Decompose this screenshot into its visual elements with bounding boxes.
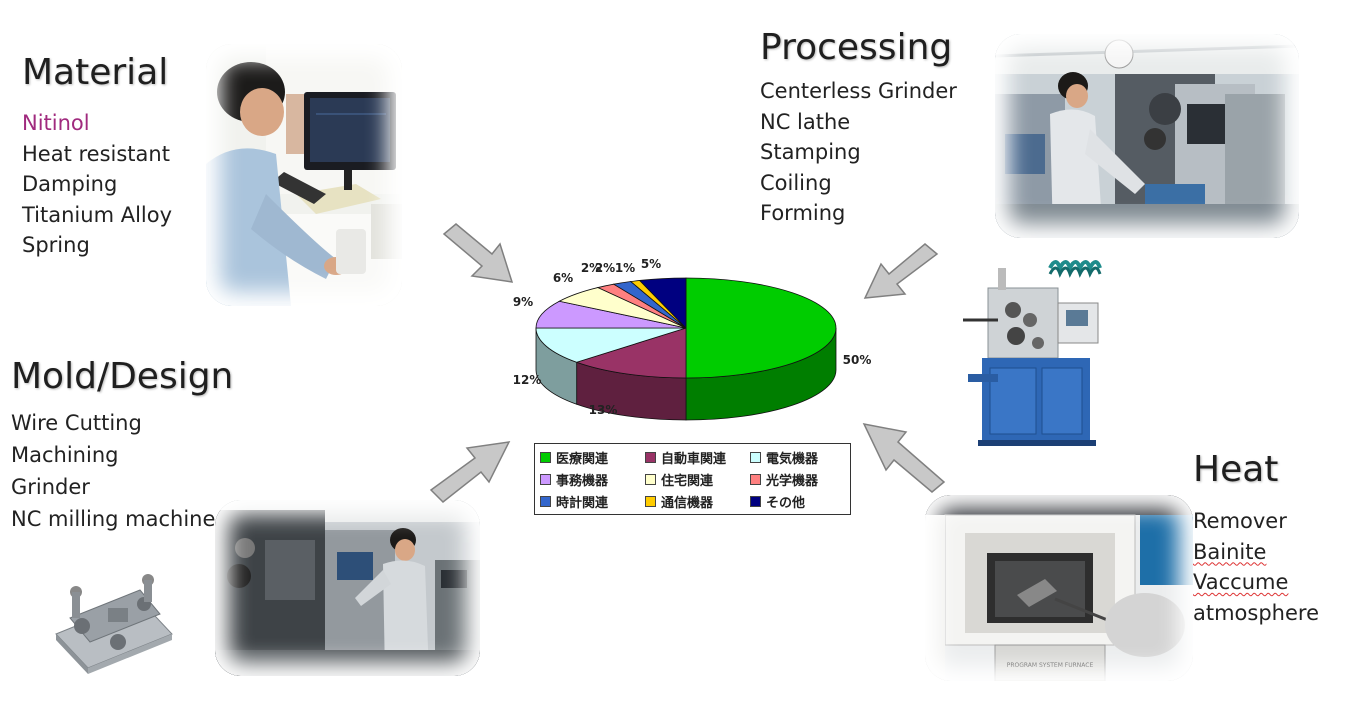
factory-operator-illustration bbox=[995, 34, 1299, 238]
legend-item: 時計関連 bbox=[540, 492, 608, 511]
engineer-at-cad-illustration bbox=[206, 44, 402, 306]
coiling-machine-illustration bbox=[963, 260, 1102, 446]
legend-item: 自動車関連 bbox=[645, 448, 726, 467]
material-photo bbox=[206, 44, 402, 306]
material-item: Titanium Alloy bbox=[22, 202, 173, 227]
heat-heading: Heat bbox=[1193, 449, 1279, 490]
pie-side-walls bbox=[535, 327, 837, 421]
pie-slice bbox=[535, 327, 687, 363]
heat-item: Vaccume bbox=[1193, 570, 1289, 594]
legend-item: 住宅関連 bbox=[645, 470, 713, 489]
pie-chart: 50%13%12%9%6%2%2%1%5% bbox=[513, 257, 872, 421]
legend-item: その他 bbox=[750, 492, 805, 511]
legend-swatch bbox=[645, 496, 656, 507]
legend-item: 医療関連 bbox=[540, 448, 608, 467]
legend-swatch bbox=[750, 474, 761, 485]
pie-slice bbox=[575, 327, 687, 379]
mold-item: Grinder bbox=[11, 475, 90, 499]
legend-label: 事務機器 bbox=[556, 474, 609, 489]
arrow-icon-material bbox=[442, 223, 514, 283]
heat-list: Remover Bainite Vaccume atmosphere bbox=[1193, 506, 1319, 628]
heat-item: Bainite bbox=[1193, 539, 1267, 564]
mold-item: NC milling machine bbox=[11, 507, 216, 531]
processing-photo bbox=[995, 34, 1299, 238]
material-list: Nitinol Heat resistant Damping Titanium … bbox=[22, 108, 172, 261]
mold-die-illustration bbox=[55, 574, 173, 674]
spring-coil-icon bbox=[1048, 260, 1102, 278]
pie-slice bbox=[638, 277, 687, 329]
material-item: Damping bbox=[22, 172, 118, 196]
material-item: Spring bbox=[22, 233, 90, 257]
material-item: Nitinol bbox=[22, 111, 90, 135]
legend-label: 自動車関連 bbox=[661, 452, 727, 467]
mold-photo bbox=[215, 500, 480, 676]
mold-heading: Mold/Design bbox=[11, 356, 234, 397]
legend-item: 事務機器 bbox=[540, 470, 608, 489]
mold-die-image bbox=[48, 556, 176, 674]
legend-item: 光学機器 bbox=[750, 470, 818, 489]
pie-top-faces bbox=[535, 277, 837, 379]
legend-label: 光学機器 bbox=[766, 474, 819, 489]
material-heading: Material bbox=[22, 52, 169, 93]
pie-data-label: 6% bbox=[553, 271, 573, 285]
heat-item: Remover bbox=[1193, 509, 1287, 533]
pie-slice bbox=[535, 300, 687, 329]
chart-legend: 医療関連 自動車関連 電気機器事務機器 住宅関連 光学機器時計関連 通信機器 その他 bbox=[534, 443, 851, 515]
mold-list: Wire Cutting Machining Grinder NC millin… bbox=[11, 407, 215, 535]
legend-item: 電気機器 bbox=[750, 448, 818, 467]
legend-swatch bbox=[750, 452, 761, 463]
processing-item: Forming bbox=[760, 201, 846, 225]
furnace-illustration: PROGRAM SYSTEM FURNACE bbox=[925, 495, 1193, 681]
legend-label: その他 bbox=[766, 496, 806, 511]
coiling-machine-image bbox=[958, 248, 1108, 448]
legend-label: 時計関連 bbox=[556, 496, 609, 511]
pie-data-label: 1% bbox=[615, 261, 635, 275]
processing-list: Centerless Grinder NC lathe Stamping Coi… bbox=[760, 76, 957, 229]
legend-label: 住宅関連 bbox=[661, 474, 714, 489]
legend-item: 通信機器 bbox=[645, 492, 713, 511]
arrow-icon-mold bbox=[429, 441, 511, 504]
heat-photo: PROGRAM SYSTEM FURNACE bbox=[925, 495, 1193, 681]
processing-item: Coiling bbox=[760, 170, 832, 195]
pie-data-label: 13% bbox=[589, 403, 618, 417]
legend-swatch bbox=[645, 474, 656, 485]
legend-label: 通信機器 bbox=[661, 496, 714, 511]
furnace-panel-text: PROGRAM SYSTEM FURNACE bbox=[1007, 662, 1094, 669]
material-item: Heat resistant bbox=[22, 141, 170, 166]
arrow-icon-heat bbox=[862, 422, 946, 493]
legend-swatch bbox=[750, 496, 761, 507]
legend-label: 電気機器 bbox=[766, 452, 819, 467]
processing-heading: Processing bbox=[760, 27, 953, 68]
pie-data-label: 5% bbox=[641, 257, 661, 271]
processing-item: Centerless Grinder bbox=[760, 79, 957, 103]
processing-item: Stamping bbox=[760, 140, 861, 164]
arrow-icon-processing bbox=[863, 243, 939, 299]
pie-slice bbox=[685, 277, 837, 379]
mold-item: Machining bbox=[11, 443, 119, 467]
legend-swatch bbox=[540, 496, 551, 507]
legend-label: 医療関連 bbox=[556, 452, 609, 467]
legend-swatch bbox=[540, 474, 551, 485]
pie-data-label: 12% bbox=[513, 373, 542, 387]
heat-item: atmosphere bbox=[1193, 600, 1319, 625]
legend-swatch bbox=[645, 452, 656, 463]
mold-item: Wire Cutting bbox=[11, 411, 142, 435]
pie-data-label: 9% bbox=[513, 295, 533, 309]
processing-item: NC lathe bbox=[760, 109, 851, 134]
machining-operator-illustration bbox=[215, 500, 480, 676]
pie-data-label: 2% bbox=[595, 261, 615, 275]
pie-data-label: 50% bbox=[843, 353, 872, 367]
pie-data-label: 2% bbox=[581, 261, 601, 275]
legend-swatch bbox=[540, 452, 551, 463]
